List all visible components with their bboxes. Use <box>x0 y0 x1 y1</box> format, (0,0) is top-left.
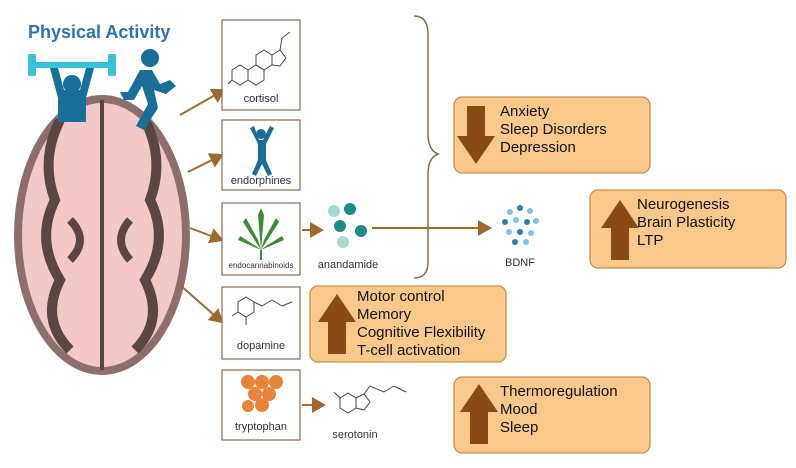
arrow-to-cortisol <box>179 88 226 116</box>
cortisol-label: cortisol <box>243 93 279 105</box>
effect-box-serotonin <box>453 376 651 454</box>
serotonin-label: serotonin <box>332 429 378 441</box>
down-arrow-icon <box>457 106 495 164</box>
serotonin-structure-icon <box>333 385 407 414</box>
up-arrow-icon <box>460 384 498 444</box>
effect-item: Cognitive Flexibility <box>357 324 486 341</box>
effect-item: Neurogenesis <box>637 196 730 213</box>
effect-item: T-cell activation <box>357 342 461 359</box>
up-arrow-icon <box>601 200 639 260</box>
bdnf-effects-list: Neurogenesis Brain Plasticity LTP <box>637 196 735 250</box>
endocannabinoids-label: endocannabinoids <box>228 261 294 270</box>
dopamine-label: dopamine <box>236 340 286 352</box>
serotonin-effects-list: Thermoregulation Mood Sleep <box>500 383 618 437</box>
bdnf-molecule-icon <box>502 205 539 245</box>
tryptophan-molecule-icon <box>241 375 283 412</box>
effect-box-mood <box>453 96 651 174</box>
brain-illustration <box>14 95 190 375</box>
endorphines-label: endorphines <box>230 175 292 187</box>
arrow-to-dopamine <box>179 284 224 324</box>
effect-item: Mood <box>500 401 538 418</box>
effect-item: Memory <box>357 306 412 323</box>
effect-box-bdnf <box>589 189 787 269</box>
grouping-brace <box>413 15 441 279</box>
cortisol-box <box>221 19 301 111</box>
diagram-title: Physical Activity <box>28 22 171 42</box>
cannabis-leaf-icon <box>238 208 284 260</box>
anandamide-molecule-icon <box>328 203 367 248</box>
weightlifter-figure <box>28 54 116 122</box>
dopamine-effects-list: Motor control Memory Cognitive Flexibili… <box>357 288 485 360</box>
mood-effects-list: Anxiety Sleep Disorders Depression <box>500 103 607 157</box>
bdnf-label: BDNF <box>505 257 535 269</box>
effect-item: Depression <box>500 139 576 156</box>
effect-item: Thermoregulation <box>500 383 618 400</box>
endorphines-figure-icon <box>250 126 274 176</box>
anandamide-label: anandamide <box>317 259 379 271</box>
cortisol-structure-icon <box>227 31 291 86</box>
effect-item: Brain Plasticity <box>637 214 736 231</box>
effect-box-dopamine <box>309 285 507 363</box>
effect-item: Motor control <box>357 288 445 305</box>
up-arrow-icon <box>318 294 356 354</box>
arrow-to-endocannabinoids <box>189 227 224 244</box>
effect-item: LTP <box>637 232 664 249</box>
effect-item: Sleep <box>500 419 539 436</box>
effect-item: Anxiety <box>500 103 550 120</box>
dopamine-box <box>221 286 301 360</box>
arrow-to-endorphines <box>187 153 224 173</box>
runner-figure <box>120 49 176 130</box>
tryptophan-label: tryptophan <box>235 421 287 433</box>
effect-item: Sleep Disorders <box>500 121 607 138</box>
dopamine-structure-icon <box>231 296 293 325</box>
